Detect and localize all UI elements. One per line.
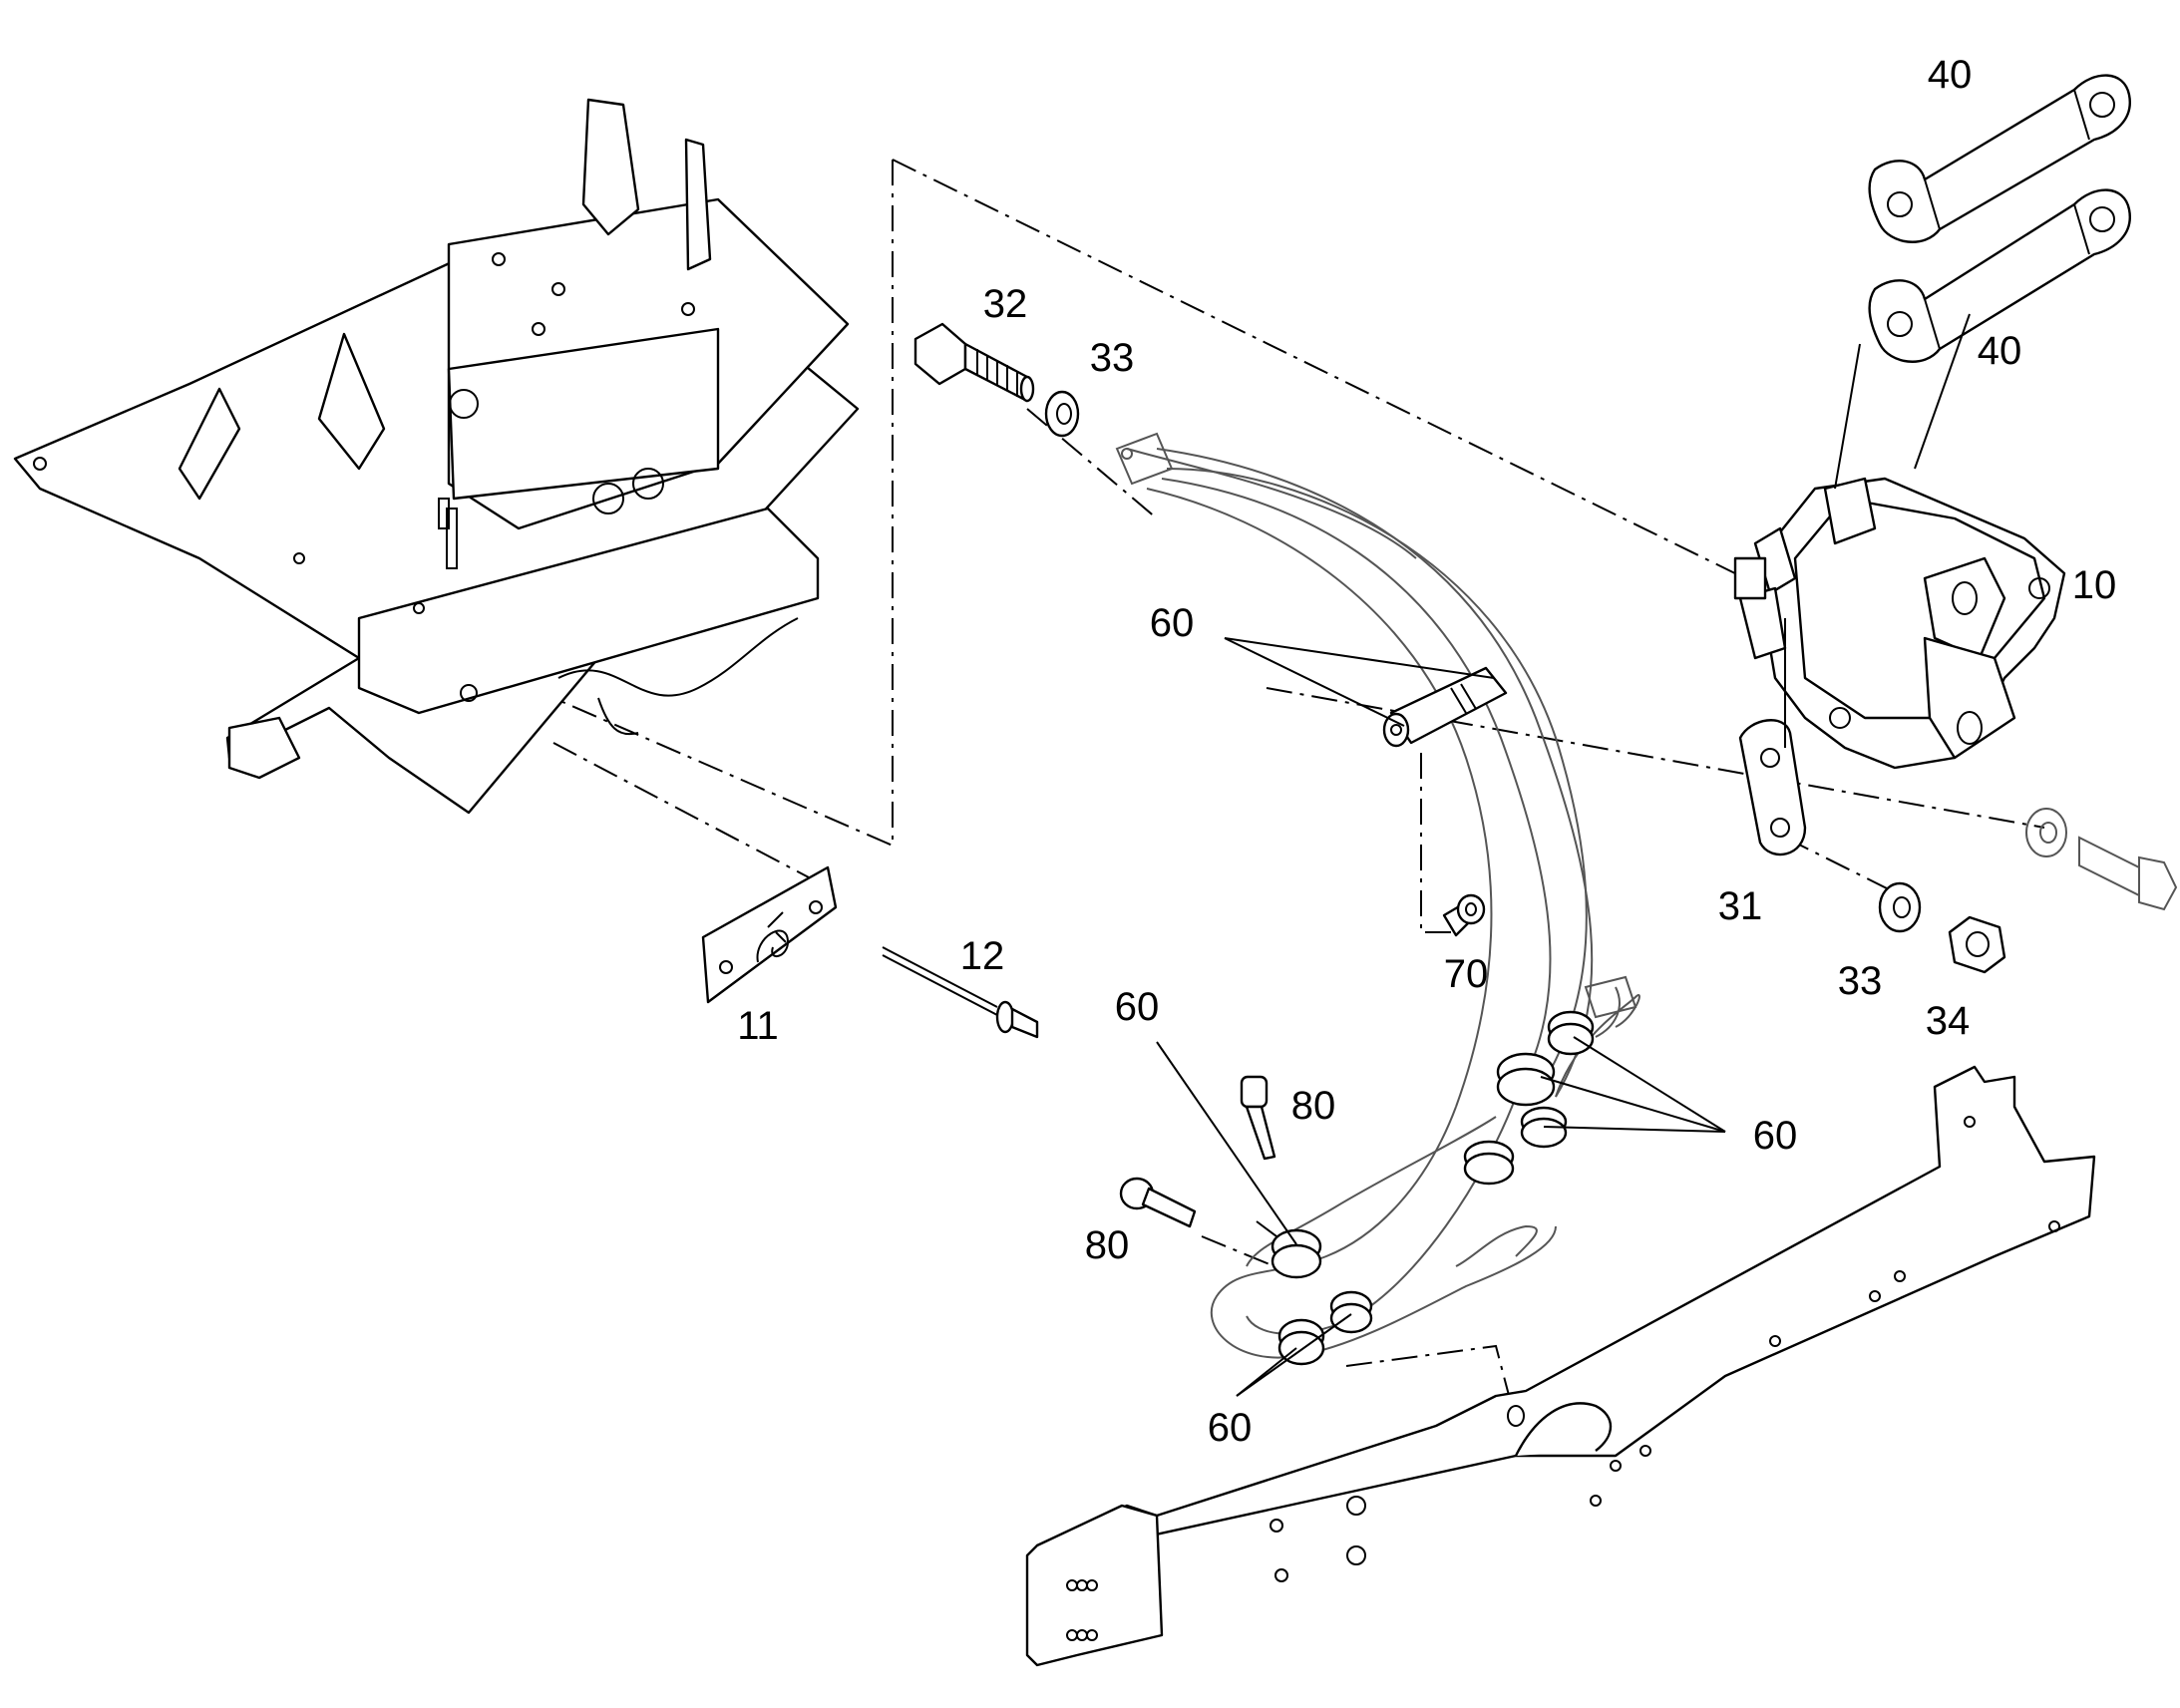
clamp-60-mid-c [1520, 1106, 1568, 1149]
bolt-32 [913, 322, 1035, 403]
leader-lines [1156, 313, 1971, 1397]
decal-plate [701, 865, 838, 1004]
callout-40a: 40 [1928, 53, 1973, 97]
lower-side-frame [1025, 1065, 2096, 1667]
bracket-40-lower [1868, 188, 2131, 363]
assembly-reference-lines [552, 159, 2045, 1442]
washer-33-lower [1878, 881, 1922, 933]
washer-33-upper [1044, 390, 1080, 438]
callout-40b: 40 [1978, 329, 2022, 373]
callout-33-lower: 33 [1838, 959, 1883, 1003]
link-plate-31 [1738, 719, 1807, 856]
callout-60-right: 60 [1753, 1114, 1798, 1158]
chassis-frame [13, 98, 860, 815]
clamp-60-mid-b [1547, 1010, 1595, 1056]
callout-32: 32 [983, 282, 1028, 326]
callout-10: 10 [2072, 563, 2117, 607]
hose-bundle [1115, 432, 1640, 1359]
callout-33-upper: 33 [1090, 336, 1135, 380]
clamp-60-lower-c [1277, 1318, 1325, 1366]
callout-34: 34 [1926, 999, 1971, 1043]
callout-70: 70 [1444, 952, 1489, 996]
motor-assembly [1733, 477, 2066, 770]
bolt-right [2078, 836, 2178, 911]
callout-11: 11 [737, 1004, 779, 1048]
bracket-40-upper [1868, 74, 2131, 243]
clamp-60-upper [1382, 666, 1508, 748]
callout-80-lower: 80 [1085, 1223, 1130, 1267]
clamp-60-mid-a [1496, 1052, 1556, 1107]
screw-70 [1442, 893, 1486, 937]
clamp-60-lower-b [1329, 1290, 1373, 1334]
callout-60-left: 60 [1115, 985, 1160, 1029]
screw-80-upper [1240, 1075, 1276, 1161]
callout-80-upper: 80 [1291, 1084, 1336, 1128]
callout-60-upper: 60 [1150, 601, 1195, 645]
screw-80-lower [1119, 1177, 1197, 1228]
callout-31: 31 [1718, 884, 1763, 928]
washer-right [2025, 808, 2067, 857]
callout-labels: 40 40 10 32 33 60 31 33 34 70 12 11 60 8… [737, 53, 2116, 1450]
nut-34 [1948, 915, 2006, 974]
motor-symbol-icon [756, 911, 790, 963]
callout-60-bottom: 60 [1208, 1406, 1253, 1450]
callout-12: 12 [960, 934, 1005, 978]
clamp-60-lower-a [1271, 1228, 1322, 1279]
clamp-60-mid-d [1463, 1140, 1515, 1186]
rivet [882, 946, 1039, 1039]
